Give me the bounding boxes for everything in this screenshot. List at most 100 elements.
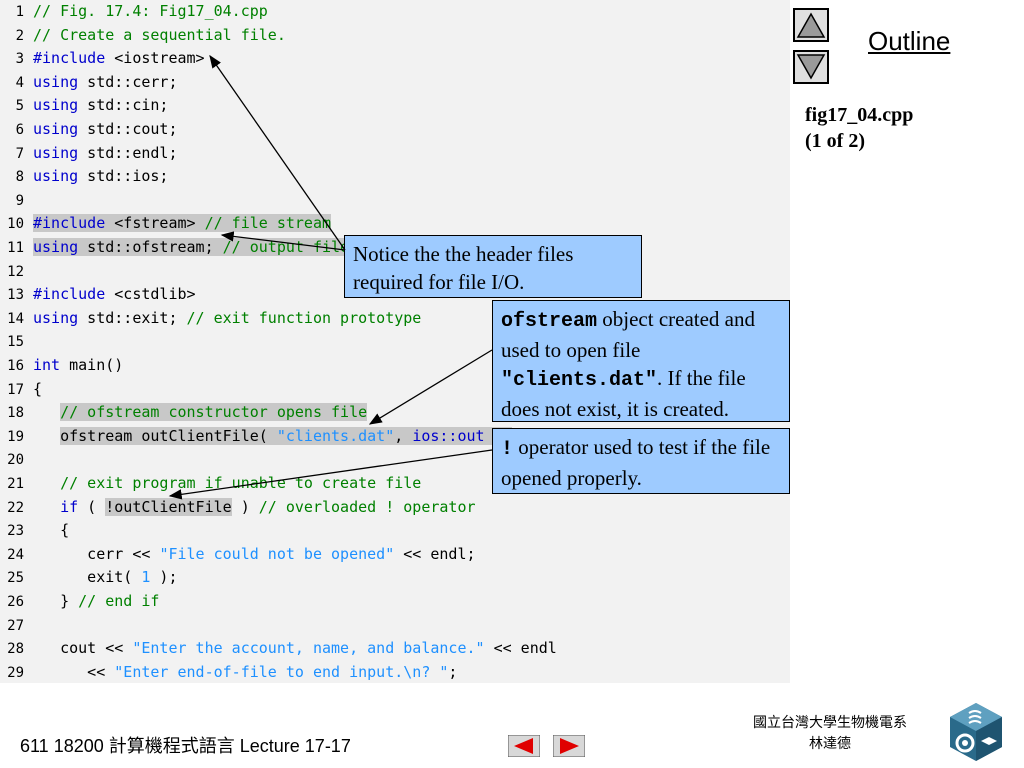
code-line: 26 } // end if — [0, 590, 159, 614]
callout-ofstream-text2: . If the file does not exist, it is crea… — [501, 366, 746, 421]
line-number: 3 — [15, 51, 24, 68]
code-token: // exit function prototype — [186, 308, 422, 327]
line-number: 14 — [7, 310, 24, 327]
code-text: int main() — [33, 354, 123, 378]
code-text: // exit program if unable to create file — [33, 472, 421, 496]
code-text: #include <fstream> // file stream — [33, 212, 332, 236]
code-text: << "Enter end-of-file to end input.\n? "… — [33, 661, 457, 685]
code-token: std::cerr; — [78, 72, 178, 91]
line-number: 22 — [7, 499, 24, 516]
code-line: 9 — [0, 189, 33, 213]
code-token: #include — [33, 214, 106, 233]
code-line: 29 << "Enter end-of-file to end input.\n… — [0, 661, 457, 685]
callout-operator: ! operator used to test if the file open… — [492, 428, 790, 494]
code-text: if ( !outClientFile ) // overloaded ! op… — [33, 496, 476, 520]
line-number: 8 — [15, 169, 24, 186]
file-name: fig17_04.cpp — [805, 104, 914, 126]
code-text: using std::endl; — [33, 142, 178, 166]
code-token: cout << — [33, 639, 133, 658]
line-number: 26 — [7, 594, 24, 610]
code-line: 28 cout << "Enter the account, name, and… — [0, 637, 557, 661]
code-line: 19 ofstream outClientFile( "clients.dat"… — [0, 425, 512, 449]
code-text: { — [33, 519, 69, 543]
callout-operator-text: operator used to test if the file opened… — [501, 435, 771, 490]
code-line: 21 // exit program if unable to create f… — [0, 472, 421, 496]
department-info: 國立台灣大學生物機電系 林達德 — [740, 713, 920, 755]
code-line: 6 using std::cout; — [0, 118, 178, 142]
code-token: "Enter the account, name, and balance." — [132, 639, 485, 658]
line-number: 27 — [7, 617, 24, 634]
code-line: 4 using std::cerr; — [0, 71, 178, 95]
code-token: ; — [448, 662, 458, 681]
code-token: "clients.dat" — [276, 426, 395, 445]
code-token: // ofstream constructor opens file — [60, 403, 368, 422]
outline-down-button[interactable] — [793, 50, 829, 84]
left-arrow-icon — [514, 738, 533, 754]
line-number: 29 — [7, 664, 24, 681]
code-token: using — [33, 120, 79, 138]
code-token — [33, 498, 60, 516]
callout-operator-symbol: ! — [501, 438, 514, 461]
code-token: using — [33, 72, 79, 91]
code-token: std::ofstream; — [78, 238, 223, 256]
outline-up-button[interactable] — [793, 8, 829, 42]
callout-header-files-text: Notice the the header files required for… — [353, 242, 574, 294]
code-token: <fstream> — [105, 214, 205, 233]
code-token: ) — [231, 497, 259, 516]
code-line: 2// Create a sequential file. — [0, 24, 286, 48]
code-token: using — [33, 308, 79, 327]
code-token: if — [60, 497, 79, 516]
code-token — [33, 403, 60, 421]
code-text: // Create a sequential file. — [33, 24, 286, 48]
callout-header-files: Notice the the header files required for… — [344, 235, 642, 298]
code-token: std::cin; — [78, 96, 169, 115]
line-number: 16 — [7, 358, 24, 374]
code-text: using std::cerr; — [33, 71, 178, 95]
code-text: } // end if — [33, 590, 159, 614]
code-text: // Fig. 17.4: Fig17_04.cpp — [33, 0, 268, 24]
code-text: cerr << "File could not be opened" << en… — [33, 543, 476, 567]
code-text: cout << "Enter the account, name, and ba… — [33, 637, 557, 661]
code-line: 24 cerr << "File could not be opened" <<… — [0, 543, 476, 567]
code-line: 1// Fig. 17.4: Fig17_04.cpp — [0, 0, 268, 24]
code-line: 13#include <cstdlib> — [0, 283, 196, 307]
code-text: using std::cin; — [33, 94, 168, 118]
code-text: { — [33, 378, 42, 402]
line-number: 18 — [7, 405, 24, 422]
triangle-down-icon — [796, 54, 826, 80]
line-number: 4 — [15, 74, 24, 91]
code-token: std::cout; — [78, 120, 178, 138]
next-slide-button[interactable] — [553, 735, 585, 757]
code-token — [33, 427, 60, 445]
department-name: 國立台灣大學生物機電系 — [753, 715, 907, 731]
prev-slide-button[interactable] — [508, 735, 540, 757]
line-number: 21 — [7, 476, 24, 492]
code-token: <cstdlib> — [105, 285, 196, 304]
code-token: ofstream outClientFile( — [60, 426, 277, 445]
line-number: 15 — [7, 334, 24, 351]
code-token: // exit program if unable to create file — [60, 474, 422, 492]
code-token: cerr << — [33, 544, 160, 563]
code-token: "File could not be opened" — [159, 544, 395, 563]
outline-title[interactable]: Outline — [868, 26, 951, 56]
code-line: 15 — [0, 330, 33, 354]
code-token: main() — [60, 356, 124, 374]
code-line: 18 // ofstream constructor opens file — [0, 401, 368, 425]
line-number: 6 — [15, 122, 24, 138]
triangle-up-icon — [796, 12, 826, 38]
code-line: 20 — [0, 448, 33, 472]
code-token: // end if — [78, 592, 160, 610]
author-name: 林達德 — [809, 736, 851, 752]
code-line: 22 if ( !outClientFile ) // overloaded !… — [0, 496, 476, 520]
line-number: 13 — [7, 287, 24, 304]
code-token: << — [33, 662, 115, 681]
code-token: << endl; — [394, 544, 476, 563]
code-token: using — [33, 167, 79, 186]
page-indicator: (1 of 2) — [805, 130, 865, 152]
file-info: fig17_04.cpp (1 of 2) — [805, 102, 913, 154]
code-token: { — [33, 521, 70, 540]
code-token — [33, 474, 60, 492]
code-token: 1 — [141, 568, 151, 587]
code-line: 27 — [0, 614, 33, 638]
